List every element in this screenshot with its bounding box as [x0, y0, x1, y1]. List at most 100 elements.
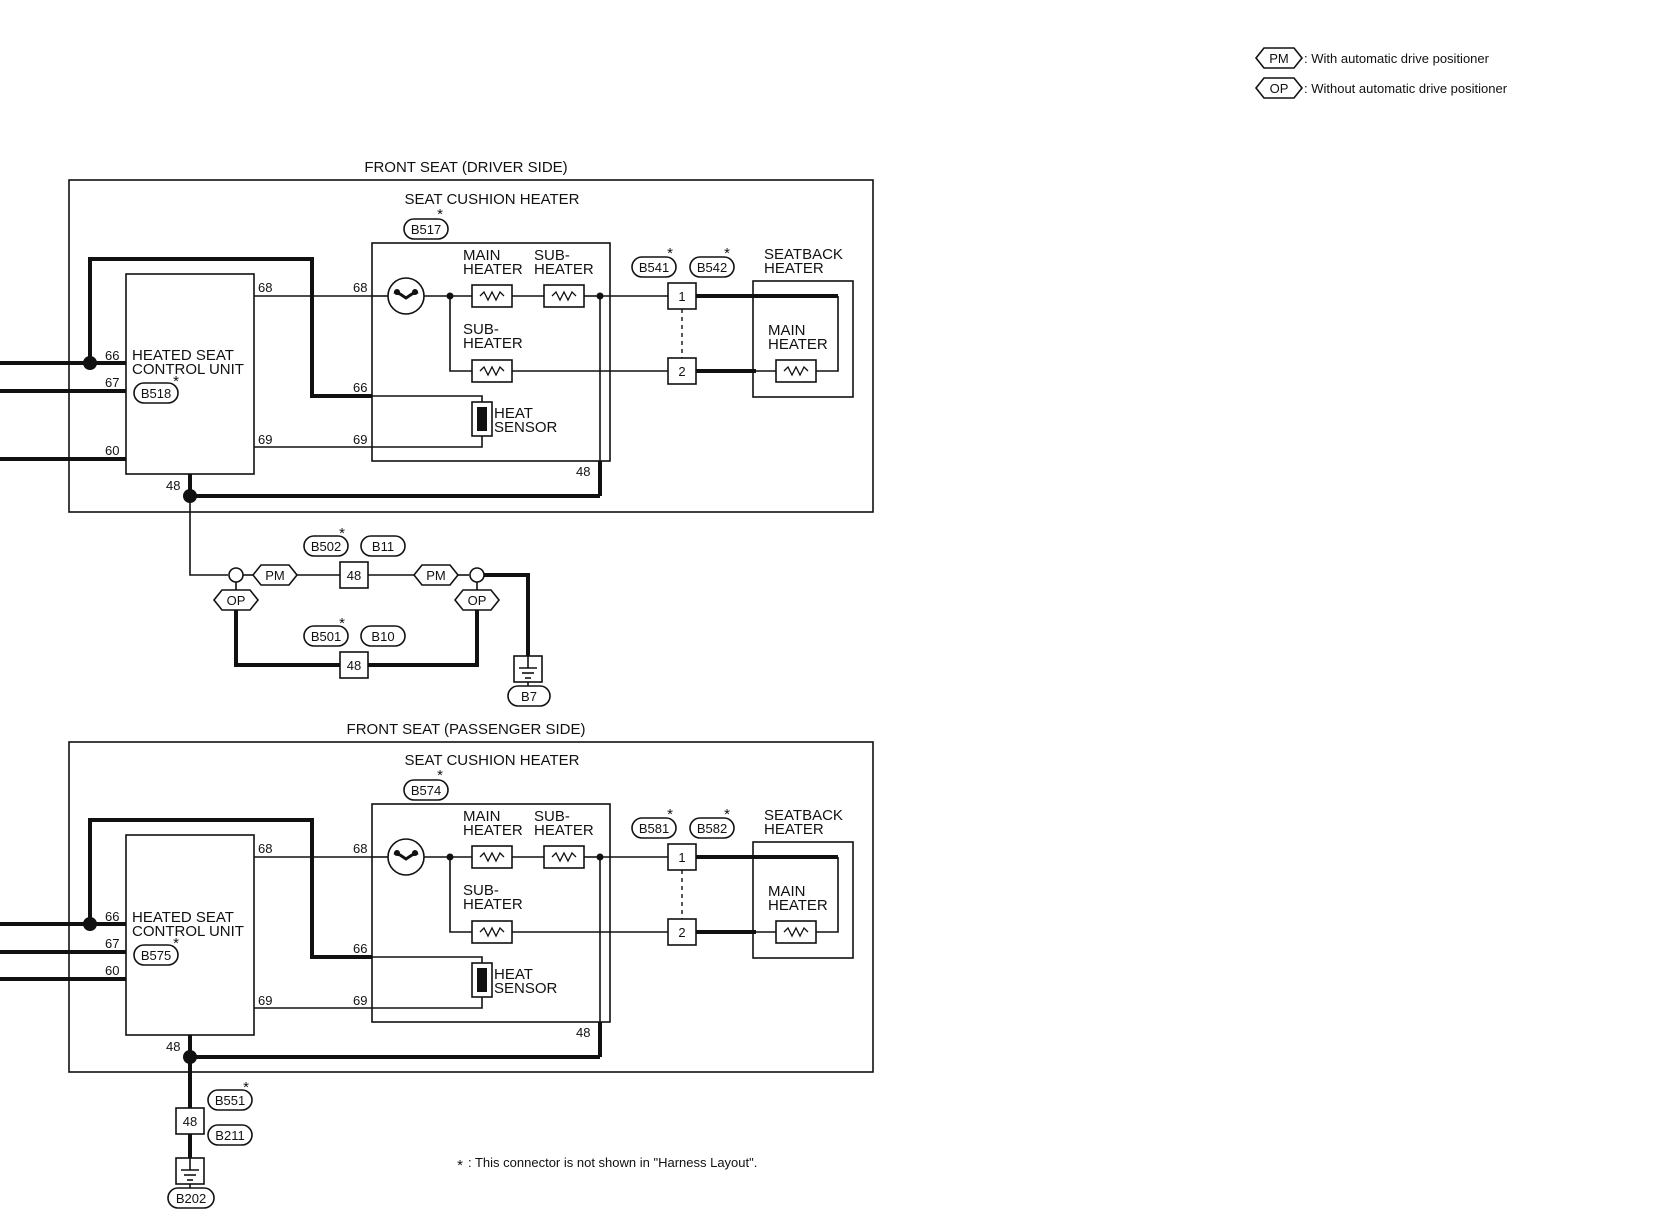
svg-text:CONTROL UNIT: CONTROL UNIT: [132, 923, 244, 940]
svg-text:*: *: [667, 806, 673, 823]
svg-text:*: *: [173, 935, 179, 952]
passenger-side-section: FRONT SEAT (PASSENGER SIDE) SEAT CUSHION…: [0, 721, 874, 1209]
passenger-ground-connector-b: B211: [215, 1128, 244, 1143]
passenger-seatback-title-2: HEATER: [764, 821, 824, 838]
driver-pin-60: 60: [105, 443, 119, 458]
driver-section-title: FRONT SEAT (DRIVER SIDE): [364, 159, 567, 176]
passenger-ground-point: B202: [176, 1191, 206, 1206]
driver-seatback-heater-box: [752, 280, 854, 398]
passenger-main-heater-label-2: HEATER: [463, 822, 523, 839]
svg-text:HEATED SEAT: HEATED SEAT: [132, 909, 234, 926]
passenger-sub-heater-lower-label-2: HEATER: [463, 896, 523, 913]
driver-pin-69-cu: 69: [258, 432, 272, 447]
driver-sub-heater-lower-label-2: HEATER: [463, 335, 523, 352]
driver-seatback-title-2: HEATER: [764, 260, 824, 277]
driver-cushion-heater-box: [371, 242, 611, 462]
legend-op: OP : Without automatic drive positioner: [1254, 77, 1508, 99]
driver-cushion-star: *: [437, 206, 443, 223]
passenger-heat-sensor-label-2: SENSOR: [494, 980, 558, 997]
legend-op-text: : Without automatic drive positioner: [1304, 81, 1508, 96]
driver-sub-heater-top-resistor-icon: [543, 284, 585, 308]
driver-side-section: FRONT SEAT (DRIVER SIDE) SEAT CUSHION HE…: [0, 159, 874, 707]
passenger-ground-icon: [175, 1157, 205, 1185]
driver-seatback-connector-b: B542: [689, 256, 735, 278]
driver-seatback-title-1: SEATBACK: [764, 246, 843, 263]
driver-seatback-main-label-1: MAIN: [768, 322, 806, 339]
svg-text:HEATED SEAT: HEATED SEAT: [132, 347, 234, 364]
svg-text:*: *: [437, 767, 443, 784]
driver-control-unit: HEATED SEAT CONTROL UNIT * B518: [125, 273, 255, 475]
driver-ground-pm-connector-a: B502: [311, 539, 341, 554]
passenger-thermostat-icon: [386, 837, 426, 877]
legend-pm-tag: PM: [1269, 51, 1289, 66]
svg-text:B517: B517: [411, 222, 441, 237]
passenger-seatback-main-label-2: HEATER: [768, 897, 828, 914]
passenger-pin-68-cu: 68: [258, 841, 272, 856]
passenger-seatback-connector-b: B582: [689, 817, 735, 839]
passenger-pin-60: 60: [105, 963, 119, 978]
svg-text:2: 2: [678, 364, 685, 379]
driver-thermostat-icon: [386, 276, 426, 316]
driver-pin-68-cu: 68: [258, 280, 272, 295]
passenger-pin-67: 67: [105, 936, 119, 951]
passenger-seatback-pin-2: 2: [667, 918, 697, 946]
passenger-pin-48-heater: 48: [576, 1025, 590, 1040]
driver-ground-pm-connector-b: B11: [372, 539, 394, 554]
driver-main-heater-resistor-icon: [471, 284, 513, 308]
svg-text:B542: B542: [697, 260, 727, 275]
svg-text:B582: B582: [697, 821, 727, 836]
passenger-main-heater-resistor-icon: [471, 845, 513, 869]
passenger-front-seat-box: [68, 741, 874, 1073]
driver-pin-48-heater: 48: [576, 464, 590, 479]
driver-control-unit-connector: B518: [141, 386, 171, 401]
driver-sub-heater-top-label-1: SUB-: [534, 247, 570, 264]
passenger-main-heater-label-1: MAIN: [463, 808, 501, 825]
footnote-text: : This connector is not shown in "Harnes…: [468, 1155, 757, 1170]
passenger-sub-heater-top-resistor-icon: [543, 845, 585, 869]
passenger-pin-48-cu: 48: [166, 1039, 180, 1054]
legend-pm: PM : With automatic drive positioner: [1254, 47, 1490, 69]
driver-pin-69-heater: 69: [353, 432, 367, 447]
driver-seatback-pin-1: 1: [667, 282, 697, 310]
passenger-pin-66-heater: 66: [353, 941, 367, 956]
passenger-ground-pin: 48: [183, 1114, 197, 1129]
svg-text:OP: OP: [468, 593, 487, 608]
driver-cushion-title: SEAT CUSHION HEATER: [404, 191, 579, 208]
driver-cushion-connector: B517: [403, 218, 449, 240]
svg-text:OP: OP: [227, 593, 246, 608]
passenger-ground-connector-a: B551: [215, 1093, 245, 1108]
svg-text:PM: PM: [426, 568, 446, 583]
driver-pin-67: 67: [105, 375, 119, 390]
svg-text:CONTROL UNIT: CONTROL UNIT: [132, 361, 244, 378]
legend-op-tag: OP: [1270, 81, 1289, 96]
passenger-control-unit: HEATED SEAT CONTROL UNIT * B575: [125, 834, 255, 1036]
svg-text:PM: PM: [265, 568, 285, 583]
passenger-cushion-connector: B574: [403, 779, 449, 801]
passenger-sub-heater-lower-resistor-icon: [471, 920, 513, 944]
passenger-seatback-resistor-icon: [775, 920, 817, 944]
driver-main-heater-label-1: MAIN: [463, 247, 501, 264]
passenger-heat-sensor-label-1: HEAT: [494, 966, 533, 983]
driver-pin-66-left: 66: [105, 348, 119, 363]
svg-text:*: *: [173, 373, 179, 390]
driver-sub-heater-lower-resistor-icon: [471, 359, 513, 383]
svg-text:*: *: [339, 615, 345, 632]
legend-pm-text: : With automatic drive positioner: [1304, 51, 1490, 66]
driver-sub-heater-top-label-2: HEATER: [534, 261, 594, 278]
svg-text:*: *: [724, 806, 730, 823]
passenger-seatback-connector-a: B581: [631, 817, 677, 839]
passenger-pin-68-heater: 68: [353, 841, 367, 856]
driver-front-seat-box: [68, 179, 874, 513]
passenger-pin-69-heater: 69: [353, 993, 367, 1008]
driver-seatback-connector-a: B541: [631, 256, 677, 278]
svg-text:2: 2: [678, 925, 685, 940]
driver-heat-sensor-label-1: HEAT: [494, 405, 533, 422]
driver-main-heater-label-2: HEATER: [463, 261, 523, 278]
driver-seatback-resistor-icon: [775, 359, 817, 383]
driver-pin-68-heater: 68: [353, 280, 367, 295]
svg-text:B541: B541: [639, 260, 669, 275]
driver-heat-sensor-icon: [471, 401, 493, 437]
driver-ground-path: PM 48 PM * B502 B11 OP 48 OP: [189, 496, 551, 707]
passenger-seatback-title-1: SEATBACK: [764, 807, 843, 824]
svg-text:*: *: [339, 525, 345, 542]
